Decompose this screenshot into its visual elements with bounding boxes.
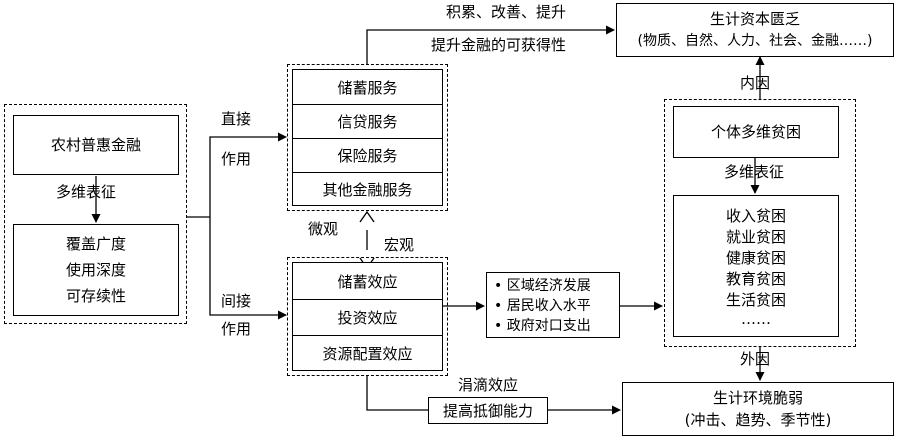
resilience-box: 提高抵御能力 bbox=[428, 397, 548, 424]
micro-macro-head-up bbox=[359, 210, 375, 223]
indirect-label-2: 作用 bbox=[221, 320, 252, 338]
effect-allocation: 资源配置效应 bbox=[293, 335, 442, 370]
trickle-line-a bbox=[366, 376, 428, 411]
micro-label: 微观 bbox=[308, 220, 339, 238]
capital-shortage-detail: (物质、自然、人力、社会、金融……) bbox=[637, 33, 873, 49]
vulnerability-title: 生计环境脆弱 bbox=[712, 389, 803, 407]
service-other: 其他金融服务 bbox=[293, 172, 442, 205]
dimensions-box: 覆盖广度 使用深度 可存续性 bbox=[13, 224, 179, 316]
outcome-regional-economy: • 区域经济发展 bbox=[494, 278, 591, 294]
poverty-education: 教育贫困 bbox=[725, 269, 786, 288]
inclusive-finance-group bbox=[4, 104, 187, 324]
service-insurance: 保险服务 bbox=[293, 138, 442, 172]
dimension-sustainability: 可存续性 bbox=[65, 287, 126, 305]
direct-label-2: 作用 bbox=[221, 150, 252, 168]
trickle-label: 涓滴效应 bbox=[458, 376, 519, 394]
individual-poverty-box: 个体多维贫困 bbox=[673, 106, 839, 158]
effect-investment: 投资效应 bbox=[293, 299, 442, 335]
poverty-group bbox=[664, 99, 856, 347]
service-savings: 储蓄服务 bbox=[337, 78, 398, 97]
accessibility-label: 提升金融的可获得性 bbox=[431, 36, 567, 54]
left-manifest-label: 多维表征 bbox=[56, 183, 117, 201]
inclusive-finance-title: 农村普惠金融 bbox=[50, 136, 141, 154]
individual-poverty-title: 个体多维贫困 bbox=[710, 123, 801, 141]
financial-services-group bbox=[287, 64, 448, 211]
effects-box: 储蓄效应 投资效应 资源配置效应 bbox=[292, 262, 443, 371]
indirect-arrow bbox=[209, 217, 287, 320]
dimension-breadth: 覆盖广度 bbox=[65, 235, 126, 253]
macro-label: 宏观 bbox=[384, 236, 415, 254]
vulnerability-box: 生计环境脆弱 (冲击、趋势、季节性) bbox=[622, 382, 894, 436]
resilience-label: 提高抵御能力 bbox=[442, 401, 533, 420]
external-cause-label: 外因 bbox=[740, 350, 771, 368]
financial-services-box: 储蓄服务 信贷服务 保险服务 其他金融服务 bbox=[292, 69, 443, 206]
poverty-living: 生活贫困 bbox=[725, 290, 786, 309]
internal-cause-label: 内因 bbox=[740, 74, 771, 92]
inclusive-finance-box: 农村普惠金融 bbox=[13, 115, 179, 175]
right-manifest-label: 多维表征 bbox=[724, 163, 785, 181]
direct-label-1: 直接 bbox=[221, 110, 252, 128]
effect-savings: 储蓄效应 bbox=[337, 272, 398, 291]
service-credit: 信贷服务 bbox=[293, 104, 442, 138]
poverty-ellipsis: …… bbox=[741, 309, 771, 328]
regional-outcomes-box: • 区域经济发展 • 居民收入水平 • 政府对口支出 bbox=[486, 272, 620, 338]
dimension-depth: 使用深度 bbox=[65, 261, 126, 279]
poverty-types-box: 收入贫困 就业贫困 健康贫困 教育贫困 生活贫困 …… bbox=[673, 195, 839, 337]
vulnerability-detail: (冲击、趋势、季节性) bbox=[684, 411, 832, 429]
direct-arrow bbox=[209, 132, 287, 217]
outcome-government-spending: • 政府对口支出 bbox=[494, 318, 591, 334]
capital-shortage-title: 生计资本匮乏 bbox=[709, 10, 800, 28]
poverty-income: 收入贫困 bbox=[725, 206, 786, 225]
accumulate-label: 积累、改善、提升 bbox=[446, 3, 567, 21]
capital-shortage-box: 生计资本匮乏 (物质、自然、人力、社会、金融……) bbox=[616, 3, 894, 57]
effects-group bbox=[287, 257, 448, 376]
outcome-resident-income: • 居民收入水平 bbox=[494, 298, 591, 314]
poverty-health: 健康贫困 bbox=[725, 248, 786, 267]
accumulate-arrow bbox=[366, 25, 615, 64]
poverty-employment: 就业贫困 bbox=[725, 227, 786, 246]
indirect-label-1: 间接 bbox=[221, 292, 252, 310]
